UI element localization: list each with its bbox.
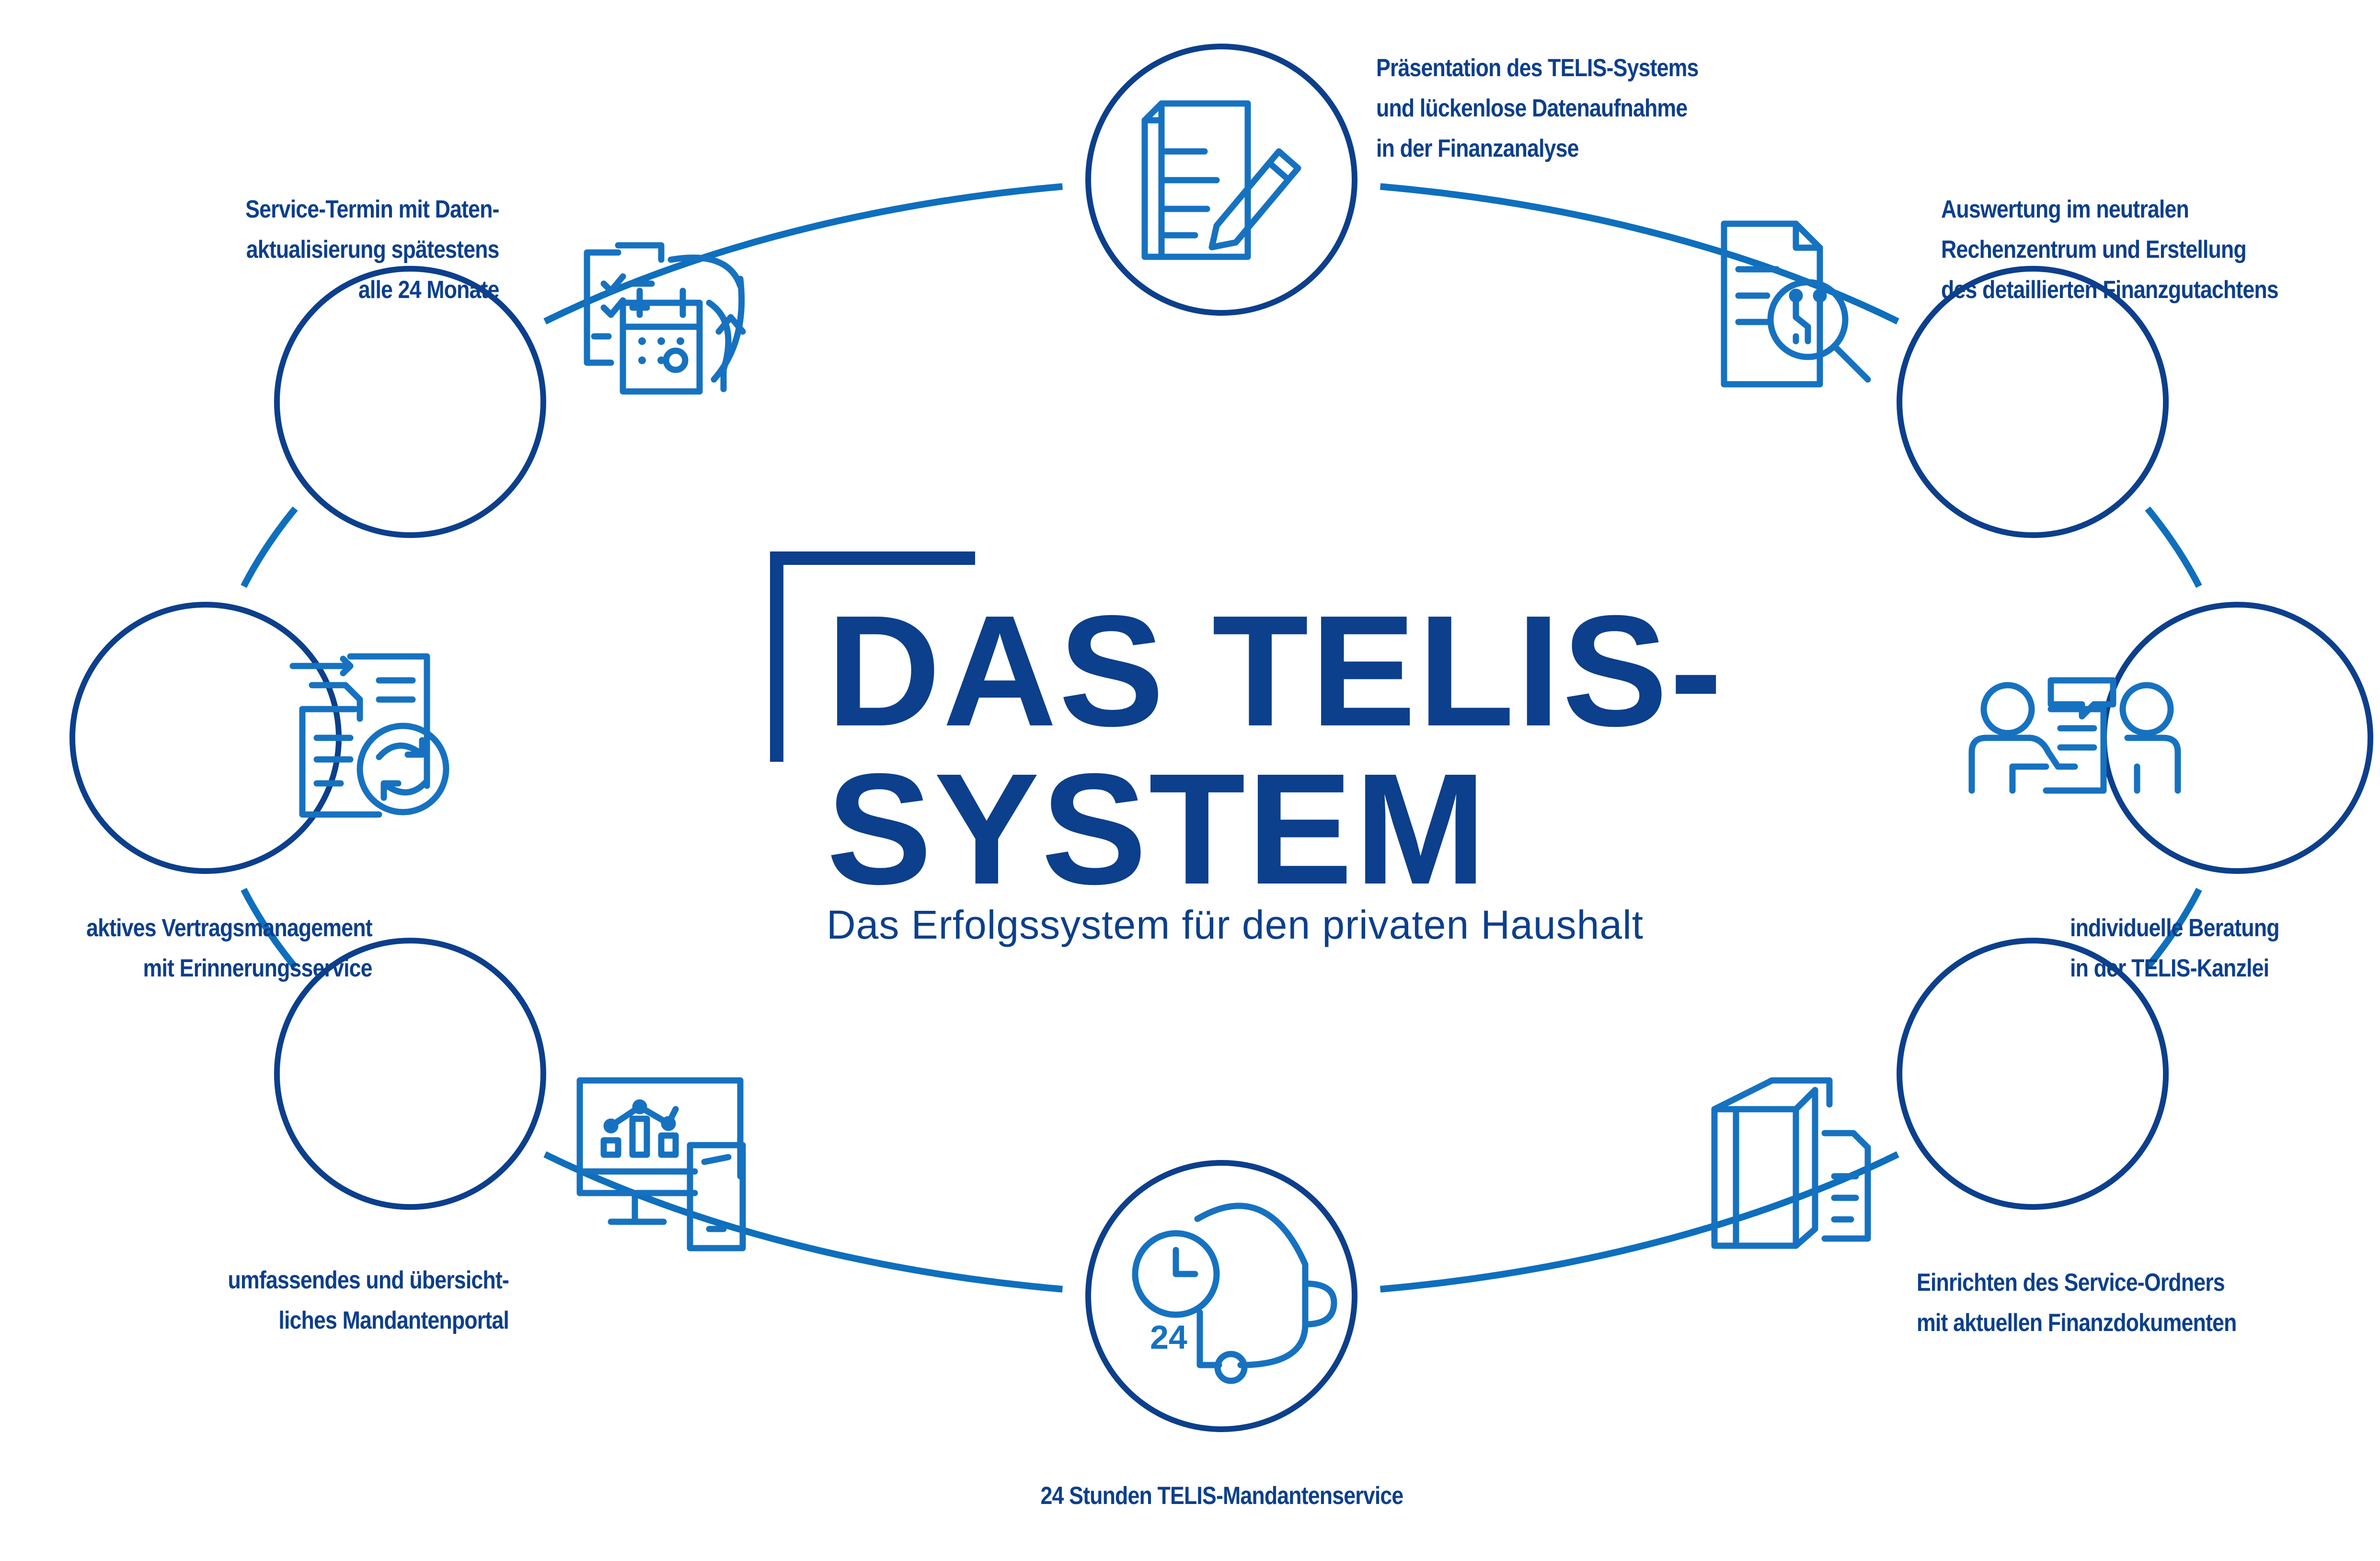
- node-circle-service-ordner: [1897, 938, 2169, 1210]
- cycle-arc: [1380, 1151, 1899, 1293]
- caption-line: in der Finanzanalyse: [1376, 135, 1579, 162]
- clock-headset-24-icon: [1132, 1203, 1337, 1384]
- node-circle-praesentation: [1085, 44, 1357, 316]
- caption-line: Service-Termin mit Daten-: [245, 195, 500, 223]
- main-title-line-2: SYSTEM: [827, 740, 1488, 917]
- document-pen-icon: [1141, 100, 1301, 260]
- caption-line: umfassendes und übersicht-: [228, 1266, 509, 1294]
- cycle-arc: [543, 1151, 1063, 1293]
- node-circle-mandantenportal: [274, 938, 546, 1210]
- node-circle-service-termin: [274, 265, 546, 538]
- caption-vertragsmanagement: aktives Vertragsmanagement mit Erinnerun…: [86, 908, 372, 988]
- caption-line: in der TELIS-Kanzlei: [2070, 954, 2269, 982]
- caption-line: 24 Stunden TELIS-Mandantenservice: [1040, 1482, 1404, 1510]
- caption-line: liches Mandantenportal: [278, 1307, 509, 1334]
- caption-line: mit Erinnerungsservice: [143, 954, 373, 982]
- main-title: DAS TELIS- SYSTEM: [827, 592, 1724, 908]
- title-bracket: [770, 551, 975, 762]
- document-magnifier-circuit-icon: [1721, 220, 1871, 388]
- calendar-dot: [677, 337, 684, 345]
- calendar-dots: [638, 337, 684, 364]
- caption-line: Präsentation des TELIS-Systems: [1376, 54, 1699, 82]
- caption-line: Auswertung im neutralen: [1941, 195, 2189, 223]
- main-subtitle: Das Erfolgssystem für den privaten Haush…: [827, 902, 1644, 947]
- caption-auswertung: Auswertung im neutralen Rechenzentrum un…: [1941, 189, 2279, 310]
- caption-line: individuelle Beratung: [2070, 914, 2280, 942]
- binder-folder-icon: [1711, 1077, 1871, 1249]
- calendar-dot: [657, 337, 665, 345]
- cycle-arc: [241, 888, 298, 969]
- calendar-dot: [638, 337, 646, 345]
- caption-service-ordner: Einrichten des Service-Ordners mit aktue…: [1917, 1263, 2237, 1343]
- monitor-tablet-chart-icon: [576, 1077, 746, 1251]
- node-circle-auswertung: [1897, 265, 2169, 538]
- caption-line: des detaillierten Finanzgutachtens: [1941, 276, 2279, 304]
- caption-line: aktualisierung spätestens: [246, 236, 500, 264]
- calendar-checklist-cycle-icon: [584, 242, 746, 395]
- consultation-people-icon: [1968, 677, 2181, 794]
- calendar-dot: [638, 356, 646, 364]
- main-title-line-1: DAS TELIS-: [827, 582, 1725, 759]
- caption-service-termin: Service-Termin mit Daten- aktualisierung…: [245, 189, 500, 310]
- node-circle-mandantenservice: [1085, 1160, 1357, 1432]
- cycle-arc: [2145, 888, 2202, 969]
- caption-line: aktives Vertragsmanagement: [86, 914, 372, 942]
- cycle-arc: [543, 183, 1063, 325]
- caption-line: mit aktuellen Finanzdokumenten: [1917, 1309, 2237, 1337]
- caption-line: Einrichten des Service-Ordners: [1917, 1269, 2225, 1297]
- caption-line: und lückenlose Datenaufnahme: [1376, 94, 1688, 122]
- caption-line: alle 24 Monate: [358, 276, 500, 304]
- cycle-arc: [2145, 506, 2202, 588]
- cycle-arc: [241, 506, 298, 588]
- node-circle-vertragsmanagement: [69, 602, 342, 874]
- caption-beratung: individuelle Beratung in der TELIS-Kanzl…: [2070, 908, 2280, 988]
- caption-line: Rechenzentrum und Erstellung: [1941, 236, 2247, 264]
- icon-24-label: 24: [1150, 1319, 1187, 1356]
- caption-praesentation: Präsentation des TELIS-Systems und lücke…: [1376, 48, 1699, 169]
- caption-mandantenservice: 24 Stunden TELIS-Mandantenservice: [913, 1476, 1531, 1516]
- caption-mandantenportal: umfassendes und übersicht- liches Mandan…: [228, 1260, 509, 1341]
- documents-refresh-icon: [289, 653, 449, 818]
- calendar-dot: [657, 356, 665, 364]
